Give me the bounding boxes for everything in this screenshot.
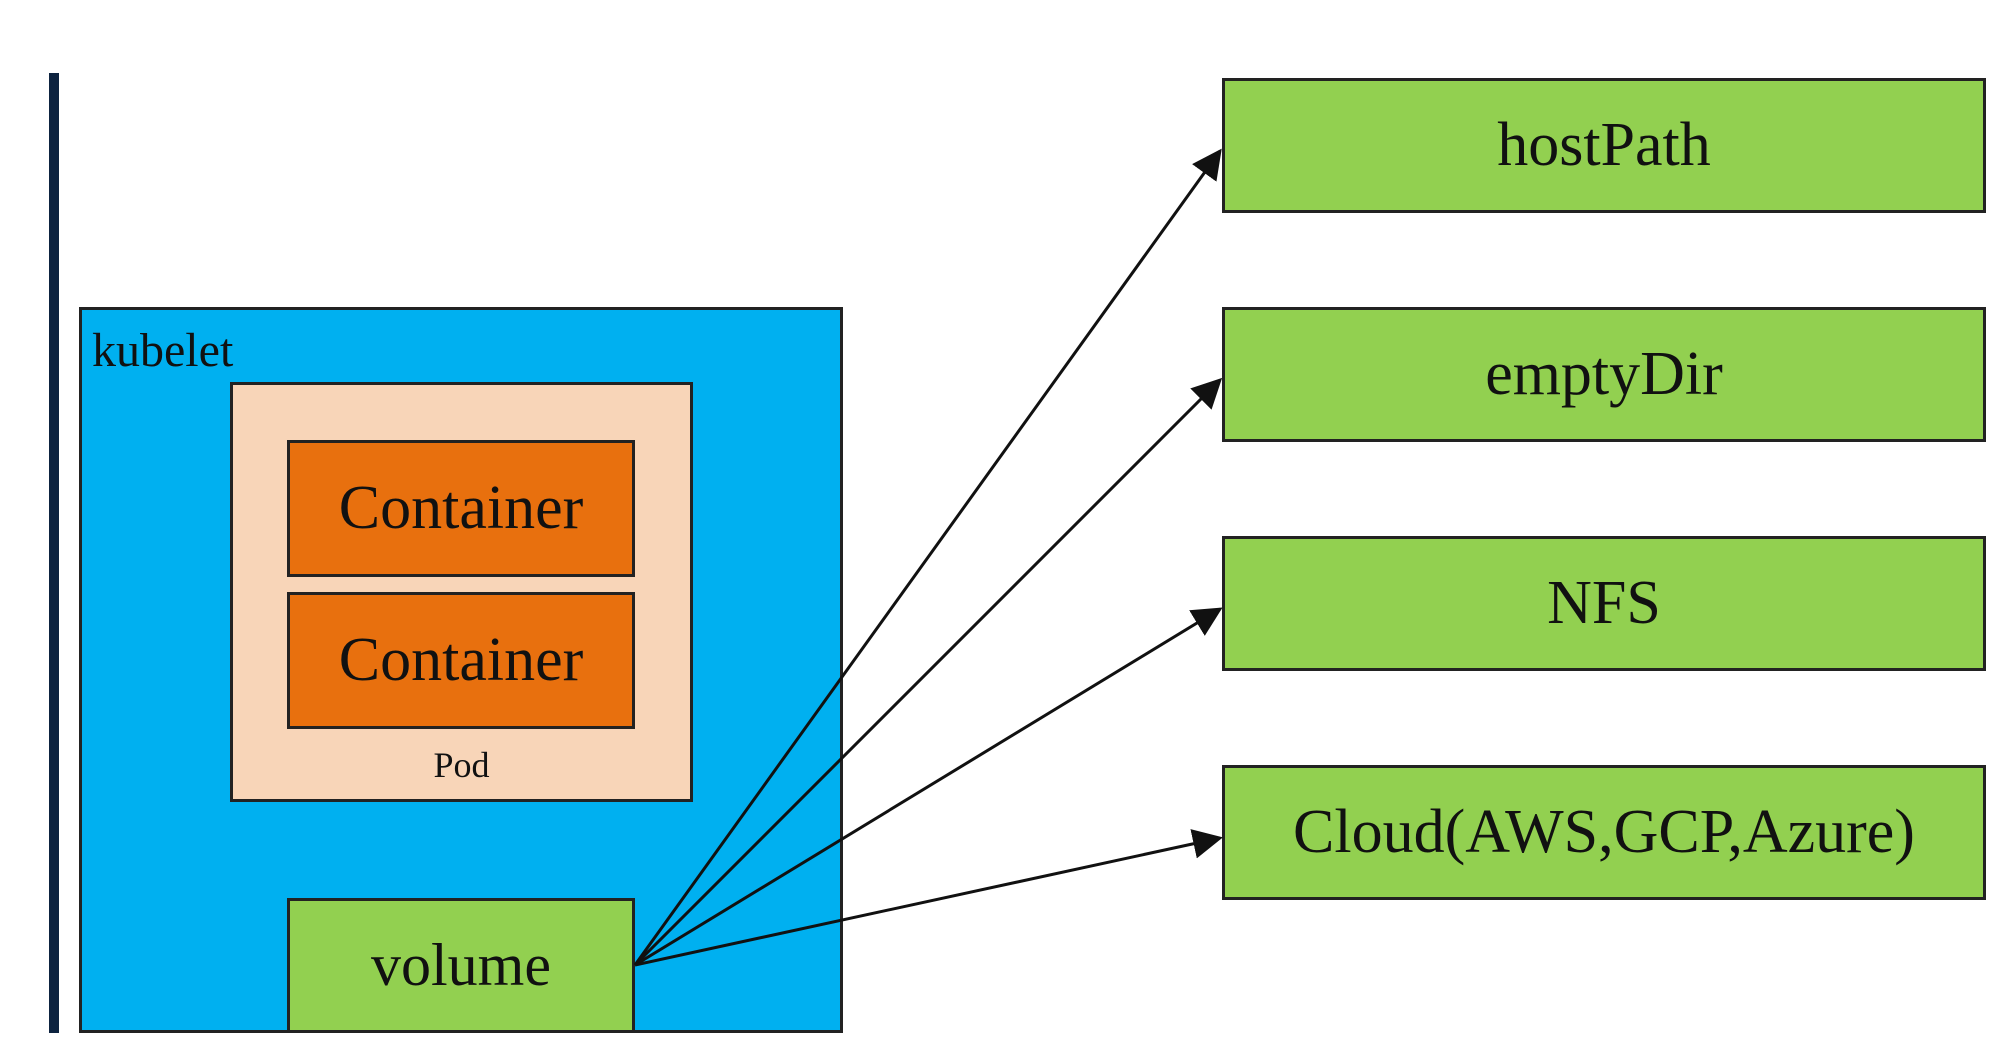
arrow-volume-to-hostpath [633, 148, 1222, 966]
container-box: Container [287, 592, 635, 729]
storage-box-emptydir: emptyDir [1222, 307, 1986, 442]
storage-box-hostpath: hostPath [1222, 78, 1986, 213]
storage-box-cloud: Cloud(AWS,GCP,Azure) [1222, 765, 1986, 900]
arrow-volume-to-emptydir [633, 377, 1223, 967]
volume-box: volume [287, 898, 635, 1033]
kubelet-label: kubelet [92, 324, 234, 377]
arrow-volume-to-nfs [634, 607, 1223, 967]
container-box: Container [287, 440, 635, 577]
arrow-volume-to-cloud [634, 829, 1223, 967]
storage-box-nfs: NFS [1222, 536, 1986, 671]
accent-bar [49, 73, 59, 1033]
pod-label: Pod [433, 745, 490, 785]
